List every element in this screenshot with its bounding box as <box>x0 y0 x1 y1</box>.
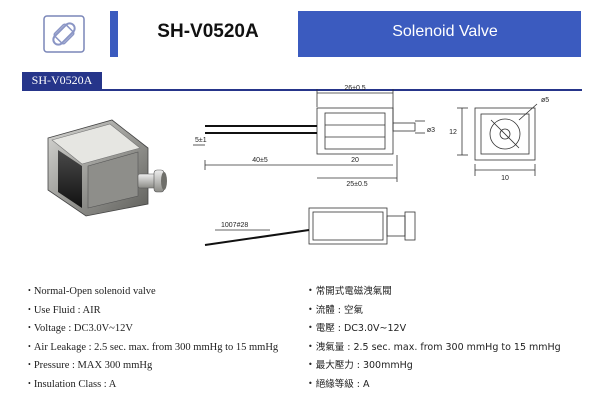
model-tab: SH-V0520A <box>22 72 102 89</box>
spec-item: Pressure : MAX 300 mmHg <box>28 357 278 376</box>
spec-item: Use Fluid : AIR <box>28 302 278 321</box>
spec-item: 洩氣量 : 2.5 sec. max. from 300 mmHg to 15 … <box>308 339 561 358</box>
product-title: Solenoid Valve <box>392 23 498 40</box>
dim-width: 10 <box>501 175 509 182</box>
spec-item: Normal-Open solenoid valve <box>28 283 278 302</box>
model-title: SH-V0520A <box>157 21 259 42</box>
dim-overall-length: 26±0.5 <box>344 85 365 92</box>
company-logo <box>42 14 86 54</box>
dim-wire-length: 40±5 <box>252 157 268 164</box>
spec-item: 流體 : 空氣 <box>308 302 561 321</box>
dim-body: 20 <box>351 157 359 164</box>
technical-drawing: 26±0.5 ø3 12 5±1 40±5 20 25±0.5 ø5 10 10… <box>185 80 590 265</box>
spec-item: Insulation Class : A <box>28 376 278 395</box>
dim-wire: 1007#28 <box>221 222 248 229</box>
dim-lead: 5±1 <box>195 137 207 144</box>
spec-item: 絕緣等級 : A <box>308 376 561 395</box>
dim-height: 12 <box>449 129 457 136</box>
spec-list-chinese: 常開式電磁洩氣閥 流體 : 空氣 電壓 : DC3.0V~12V 洩氣量 : 2… <box>308 283 561 395</box>
header-title-box <box>118 11 298 57</box>
dim-face-port: ø5 <box>541 97 549 104</box>
spec-list-english: Normal-Open solenoid valve Use Fluid : A… <box>28 283 278 395</box>
spec-item: 電壓 : DC3.0V~12V <box>308 320 561 339</box>
spec-item: Voltage : DC3.0V~12V <box>28 320 278 339</box>
dim-total: 25±0.5 <box>346 181 367 188</box>
product-photo <box>30 108 180 218</box>
dim-port-dia: ø3 <box>427 127 435 134</box>
tab-divider <box>22 89 582 91</box>
spec-item: 常開式電磁洩氣閥 <box>308 283 561 302</box>
spec-item: 最大壓力 : 300mmHg <box>308 357 561 376</box>
spec-item: Air Leakage : 2.5 sec. max. from 300 mmH… <box>28 339 278 358</box>
